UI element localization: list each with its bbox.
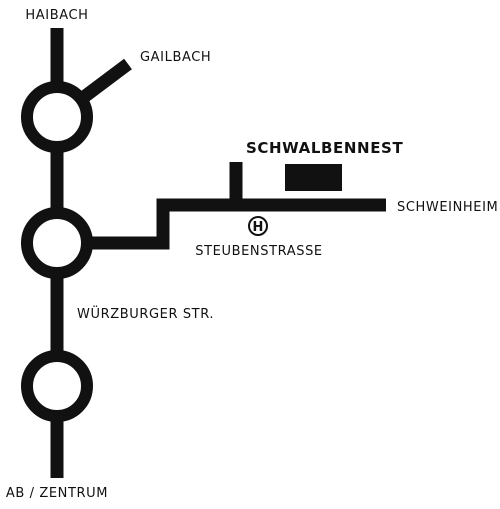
label-wuerzburger-str: WÜRZBURGER STR. — [77, 305, 214, 322]
roundabout-icon — [21, 207, 93, 279]
label-schwalbennest: SCHWALBENNEST — [246, 139, 403, 157]
label-ab-zentrum: AB / ZENTRUM — [6, 486, 108, 501]
schweinheim-road — [80, 198, 386, 250]
roundabout-icon — [21, 81, 93, 153]
building-icon — [285, 164, 342, 191]
roundabout-icon — [21, 350, 93, 422]
bus-stop-letter: H — [253, 220, 264, 235]
label-haibach: HAIBACH — [25, 8, 88, 23]
label-schweinheim: SCHWEINHEIM — [397, 200, 498, 215]
bus-stop-icon: H — [248, 216, 268, 236]
label-steubenstrasse: STEUBENSTRASSE — [195, 244, 323, 259]
label-gailbach: GAILBACH — [140, 50, 211, 65]
